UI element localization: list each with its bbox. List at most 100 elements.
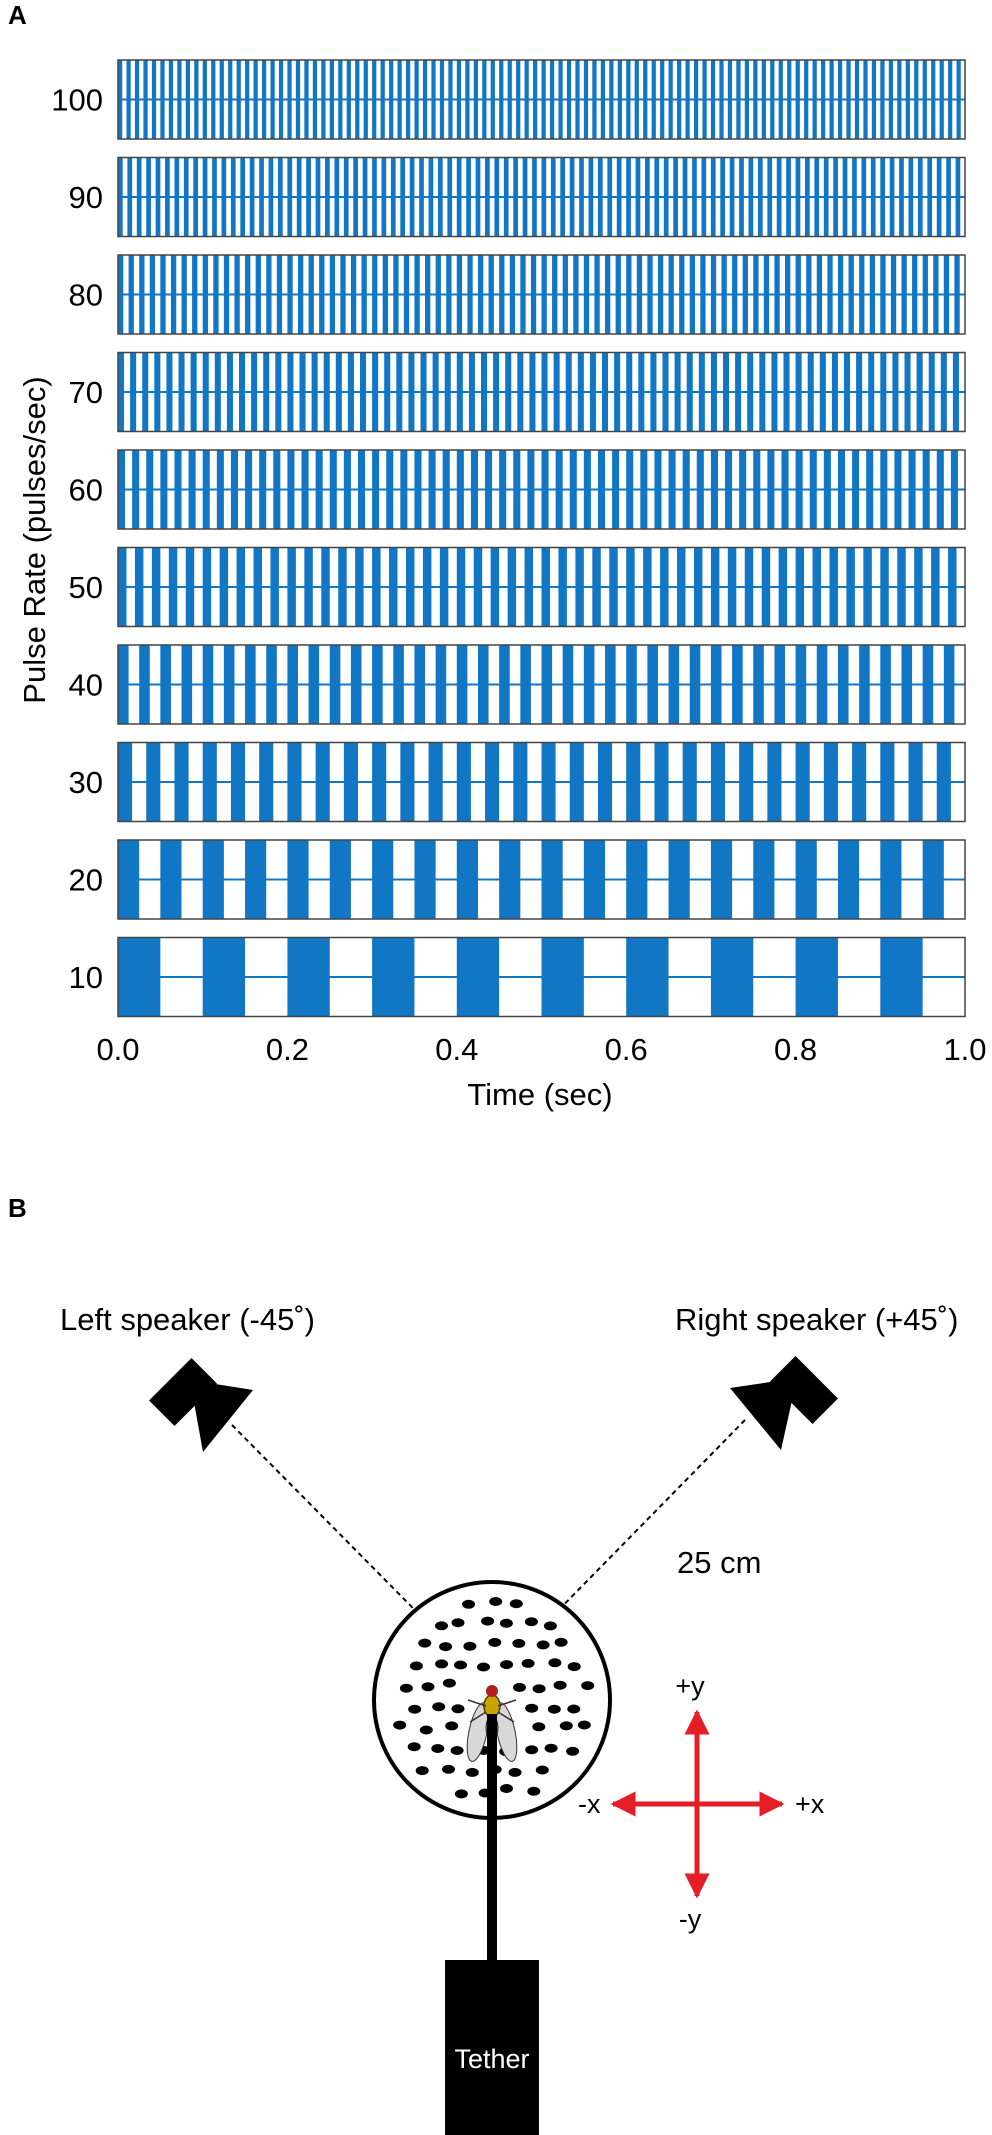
pulse-rows: 100 90 80 70 60 50 40 30 20 10: [51, 59, 966, 1018]
ball-dot: [454, 1789, 468, 1799]
pulse-row-60: 60: [69, 449, 966, 530]
tether-block: [445, 1960, 539, 2135]
pulse-row-90: 90: [69, 156, 966, 238]
ball-dot: [415, 1766, 429, 1776]
pulse-row-frame: [117, 546, 966, 628]
pulse-rate-tick-label: 10: [69, 960, 103, 995]
pulse-row-100: 100: [51, 59, 966, 140]
ball-dot: [521, 1658, 535, 1668]
ball-dot: [509, 1599, 523, 1609]
ball-dot: [524, 1617, 538, 1627]
ball-dot: [532, 1722, 546, 1732]
pulse-row-30: 30: [69, 741, 966, 823]
ball-dot: [481, 1616, 495, 1626]
pulse-row-frame: [117, 936, 966, 1018]
pulse-row-frame: [117, 59, 966, 140]
left-speaker-icon: [149, 1358, 253, 1452]
panel-a-letter: A: [8, 0, 27, 30]
ball-dot: [418, 1638, 432, 1648]
ball-dot: [489, 1597, 503, 1606]
ball-dot: [535, 1765, 549, 1775]
pulse-rate-tick-label: 40: [69, 668, 103, 703]
ball-dot: [536, 1640, 550, 1650]
ball-dot: [548, 1658, 562, 1668]
ball-dot: [462, 1599, 476, 1609]
x-tick-label: 0.4: [435, 1032, 478, 1067]
x-tick-label: 0.8: [774, 1032, 817, 1067]
pulse-rate-tick-label: 80: [69, 278, 103, 313]
pulse-row-10: 10: [69, 936, 966, 1018]
tether-rod: [487, 1714, 497, 1964]
ball-dot: [454, 1660, 467, 1670]
ball-dot: [435, 1659, 449, 1669]
ball-dot: [442, 1678, 456, 1688]
x-tick-label: 0.0: [96, 1032, 139, 1067]
pulse-rate-tick-label: 60: [69, 473, 103, 508]
ball-dot: [451, 1618, 465, 1628]
setup-diagram: Left speaker (-45˚) Right speaker (+45˚)…: [60, 1302, 958, 2135]
pulse-row-frame: [117, 741, 966, 823]
ball-dot: [393, 1720, 407, 1730]
ball-dot: [445, 1721, 459, 1731]
ball-dot: [419, 1725, 433, 1735]
pulse-row-frame: [117, 449, 966, 530]
x-axis-label: Time (sec): [467, 1077, 612, 1112]
ball-dot: [525, 1745, 539, 1755]
pulse-row-frame: [117, 254, 966, 335]
ball-dot: [488, 1637, 502, 1647]
pulse-rate-tick-label: 100: [51, 83, 103, 118]
ball-dot: [399, 1683, 413, 1693]
pulse-row-20: 20: [69, 839, 966, 920]
ball-dot: [577, 1720, 591, 1730]
pulse-row-frame: [117, 839, 966, 920]
distance-label: 25 cm: [677, 1545, 761, 1580]
tether-label: Tether: [454, 2044, 529, 2074]
x-axis: 0.0 0.2 0.4 0.6 0.8 1.0: [96, 1032, 986, 1067]
panel-b-letter: B: [8, 1193, 27, 1223]
ball-dot: [442, 1764, 455, 1774]
ball-dot: [500, 1660, 514, 1670]
plus-y-label: +y: [675, 1671, 705, 1701]
ball-dot: [543, 1621, 557, 1631]
pulse-row-frame: [117, 156, 966, 238]
pulse-row-80: 80: [69, 254, 966, 335]
plus-x-label: +x: [795, 1789, 825, 1819]
ball-dot: [477, 1662, 490, 1672]
pulse-row-frame: [117, 351, 966, 433]
ball-dot: [567, 1662, 581, 1672]
pulse-rate-chart: 100 90 80 70 60 50 40 30 20 10 0.0 0.2 0.4 0.6 0.8 1.0…: [17, 59, 987, 1112]
pulse-row-70: 70: [69, 351, 966, 433]
ball-dot: [499, 1618, 513, 1628]
ball-dot: [465, 1767, 479, 1777]
ball-dot: [451, 1704, 465, 1714]
ball-dot: [566, 1746, 580, 1756]
ball-dot: [435, 1621, 448, 1631]
ball-dot: [554, 1637, 568, 1647]
ball-dot: [508, 1767, 522, 1777]
right-speaker-label: Right speaker (+45˚): [675, 1302, 958, 1337]
x-tick-label: 0.6: [605, 1032, 648, 1067]
pulse-row-40: 40: [69, 644, 966, 725]
x-tick-label: 0.2: [266, 1032, 309, 1067]
ball-dot: [421, 1682, 435, 1692]
ball-dot: [407, 1742, 421, 1752]
ball-dot: [567, 1704, 581, 1714]
ball-dot: [500, 1784, 513, 1793]
ball-dot: [553, 1680, 567, 1690]
pulse-row-50: 50: [69, 546, 966, 628]
pulse-rate-tick-label: 70: [69, 375, 103, 410]
ball-dot: [547, 1704, 561, 1714]
ball-dot: [581, 1681, 595, 1691]
coordinate-axes: [610, 1709, 785, 1899]
minus-x-label: -x: [578, 1789, 601, 1819]
ball-dot: [439, 1642, 453, 1652]
ball-dot: [512, 1638, 526, 1648]
ball-dot: [559, 1721, 573, 1731]
x-tick-label: 1.0: [943, 1032, 986, 1067]
ball-dot: [432, 1702, 446, 1712]
minus-y-label: -y: [679, 1904, 702, 1934]
ball-dot: [513, 1682, 526, 1692]
left-speaker-label: Left speaker (-45˚): [60, 1302, 315, 1337]
pulse-rate-tick-label: 30: [69, 765, 103, 800]
ball-dot: [525, 1703, 539, 1713]
